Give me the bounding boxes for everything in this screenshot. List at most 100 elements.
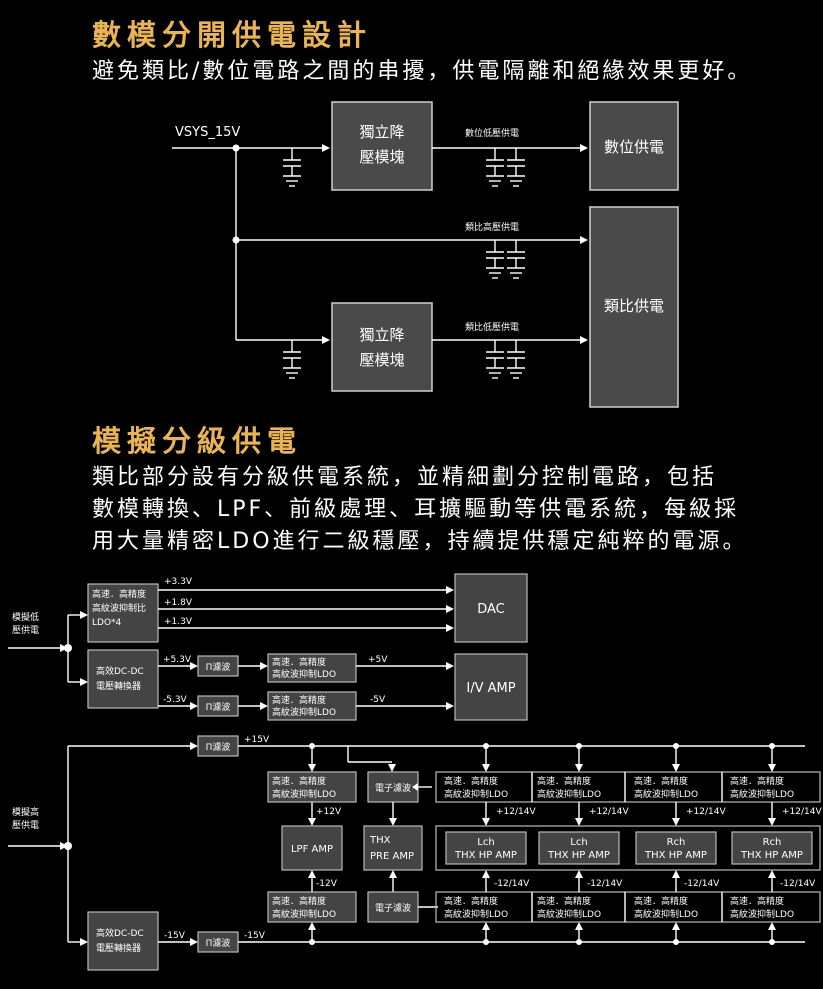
ldo4-label-1: 高速．高精度 xyxy=(92,588,146,600)
dcdc-bottom-label-1: 高效DC-DC xyxy=(96,927,144,939)
hp-ldo-bottom-label-2: 高紋波抑制LDO xyxy=(730,908,794,920)
pi-filter-label-2: Π濾波 xyxy=(206,701,231,713)
high-input-label-2: 壓供電 xyxy=(12,819,39,831)
hp-ldo-top-label-1: 高速．高精度 xyxy=(444,775,498,787)
hp-neg-arrow xyxy=(575,870,583,878)
section2-description-line3: 用大量精密LDO進行二級穩壓，持續提供穩定純粹的電源。 xyxy=(92,529,748,554)
m53-label: -5.3V xyxy=(163,695,188,705)
analog-high-label: 類比高壓供電 xyxy=(465,221,519,233)
thx-hp-amp-block xyxy=(445,831,527,865)
hp-ldo-top-label-1: 高速．高精度 xyxy=(537,775,591,787)
hp-channel-label: Rch xyxy=(763,837,782,848)
ldo-lpf-top-label-1: 高速．高精度 xyxy=(272,775,326,787)
hp-ldo-top-label-2: 高紋波抑制LDO xyxy=(634,788,698,800)
m5-label: -5V xyxy=(370,695,386,705)
hp-top-arrow xyxy=(482,764,490,772)
high-input-label-1: 模擬高 xyxy=(12,806,39,818)
ldo-lpf-bottom-label-1: 高速．高精度 xyxy=(272,895,326,907)
hp-neg-voltage-label: -12/14V xyxy=(780,879,816,889)
hp-channel-label: Lch xyxy=(570,837,587,848)
hp-ldo-bottom-label-1: 高速．高精度 xyxy=(444,895,498,907)
digital-supply-block xyxy=(589,101,679,191)
section1-description: 避免類比/數位電路之間的串擾，供電隔離和絕緣效果更好。 xyxy=(92,59,753,84)
hp-ldo-bottom-label-1: 高速．高精度 xyxy=(634,895,688,907)
v18-label: +1.8V xyxy=(164,598,193,608)
hp-ldo-bottom-label-2: 高紋波抑制LDO xyxy=(634,908,698,920)
hp-pos-voltage-label: +12/14V xyxy=(686,807,726,817)
hp-bottom-arrow xyxy=(575,922,583,930)
hp-top-arrow xyxy=(768,764,776,772)
hp-channel-label: Rch xyxy=(667,837,686,848)
hp-amp-label: THX HP AMP xyxy=(644,850,707,861)
dcdc-block-top xyxy=(87,649,159,709)
hp-amp-label: THX HP AMP xyxy=(740,850,803,861)
thx-pre-amp-label-1: THX xyxy=(369,835,391,846)
hp-ldo-top-label-2: 高紋波抑制LDO xyxy=(730,788,794,800)
emi-filter-bottom xyxy=(367,891,419,923)
p15-label: +15V xyxy=(244,735,270,745)
ldo-x4-block xyxy=(87,583,159,643)
thx-hp-amp-block xyxy=(635,831,717,865)
m12-label: -12V xyxy=(316,879,338,889)
dcdc-bottom-label-2: 電壓轉換器 xyxy=(96,942,141,954)
m15-left-label: -15V xyxy=(164,931,186,941)
p53-label: +5.3V xyxy=(163,655,192,665)
hp-ldo-bottom-label-1: 高速．高精度 xyxy=(730,895,784,907)
hp-ldo-top-label-1: 高速．高精度 xyxy=(634,775,688,787)
hp-pos-arrow xyxy=(575,818,583,826)
ldo-lpf-bottom-label-2: 高紋波抑制LDO xyxy=(272,908,336,920)
hp-neg-arrow xyxy=(482,870,490,878)
hp-bottom-arrow xyxy=(768,922,776,930)
ldo4-label-2: 高紋波抑制比 xyxy=(92,602,146,614)
hp-top-arrow xyxy=(575,764,583,772)
vsys-label: VSYS_15V xyxy=(175,125,240,140)
ldo-m5-label-1: 高速．高精度 xyxy=(272,694,326,706)
buck-module-bottom xyxy=(331,302,433,392)
hp-neg-voltage-label: -12/14V xyxy=(684,879,720,889)
buck-top-label-2: 壓模塊 xyxy=(359,148,404,166)
thx-pre-amp-label-2: PRE AMP xyxy=(370,851,414,862)
section2-description-line1: 類比部分設有分級供電系統，並精細劃分控制電路，包括 xyxy=(92,465,718,490)
hp-bottom-junction xyxy=(483,939,489,945)
m15-right-label: -15V xyxy=(244,931,266,941)
hp-columns xyxy=(435,771,821,923)
hp-bottom-junction xyxy=(576,939,582,945)
hp-neg-voltage-label: -12/14V xyxy=(494,879,530,889)
section2-title: 模擬分級供電 xyxy=(92,424,303,458)
ldo-p5-label-1: 高速．高精度 xyxy=(272,656,326,668)
low-input-label-2: 壓供電 xyxy=(12,624,39,636)
hp-bottom-arrow xyxy=(482,922,490,930)
thx-hp-amp-block xyxy=(731,831,813,865)
p5-label: +5V xyxy=(368,655,388,665)
dcdc-top-label-1: 高效DC-DC xyxy=(96,665,144,677)
hp-top-arrow xyxy=(672,764,680,772)
iv-amp-block xyxy=(454,653,528,721)
ldo-m5-label-2: 高紋波抑制LDO xyxy=(272,706,336,718)
hp-ldo-bottom-label-1: 高速．高精度 xyxy=(537,895,591,907)
v13-label: +1.3V xyxy=(164,617,193,627)
buck-bottom-label-1: 獨立降 xyxy=(359,326,404,344)
digital-low-label: 數位低壓供電 xyxy=(465,127,519,139)
hp-bottom-junction xyxy=(769,939,775,945)
pi-filter-label-3: Π濾波 xyxy=(206,741,231,753)
hp-channel-label: Lch xyxy=(477,837,494,848)
hp-pos-arrow xyxy=(672,818,680,826)
iv-amp-label: I/V AMP xyxy=(466,681,515,696)
hp-ldo-bottom-label-2: 高紋波抑制LDO xyxy=(444,908,508,920)
p12-label: +12V xyxy=(316,807,342,817)
hp-ldo-top-label-2: 高紋波抑制LDO xyxy=(444,788,508,800)
digital-supply-label: 數位供電 xyxy=(604,138,664,156)
emi-filter-bottom-label: 電子濾波 xyxy=(375,902,411,914)
dcdc-block-bottom xyxy=(87,911,159,971)
pi-filter-label-4: Π濾波 xyxy=(206,937,231,949)
hp-pos-voltage-label: +12/14V xyxy=(589,807,629,817)
hp-ldo-top-label-1: 高速．高精度 xyxy=(730,775,784,787)
buck-bottom-label-2: 壓模塊 xyxy=(359,351,404,369)
dcdc-top-label-2: 電壓轉換器 xyxy=(96,680,141,692)
hp-ldo-top-label-2: 高紋波抑制LDO xyxy=(537,788,601,800)
hp-amp-label: THX HP AMP xyxy=(547,850,610,861)
hp-bottom-arrow xyxy=(672,922,680,930)
lpf-amp-label: LPF AMP xyxy=(291,844,333,855)
hp-pos-voltage-label: +12/14V xyxy=(782,807,822,817)
